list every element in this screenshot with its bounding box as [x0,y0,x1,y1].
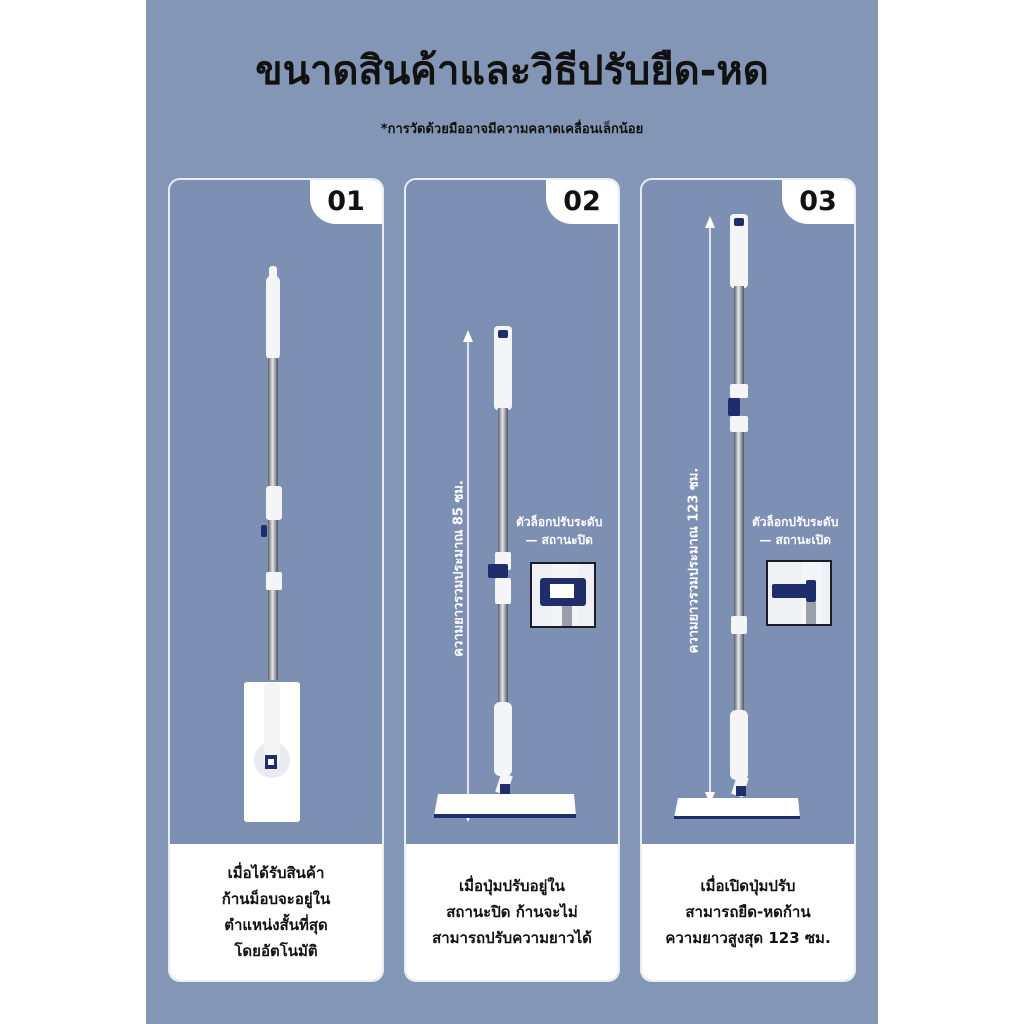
lock-label-line: ตัวล็อกปรับระดับ [516,515,603,529]
lock-open-icon [772,562,822,624]
step-number: 01 [310,180,382,224]
length-measure-label: ความยาวรวมประมาณ 85 ซม. [451,480,467,657]
step-number: 03 [782,180,854,224]
caption-line: ก้านม็อบจะอยู่ใน [221,890,331,908]
lock-label-line: ตัวล็อกปรับระดับ [752,515,839,529]
caption-line: สามารถปรับความยาวได้ [432,929,592,947]
page-subtitle: *การวัดด้วยมืออาจมีความคลาดเคลื่อนเล็กน้… [380,122,644,137]
caption-line: โดยอัตโนมัติ [234,942,318,960]
page-title: ขนาดสินค้าและวิธีปรับยืด-หด [255,48,769,94]
length-measure-label: ความยาวรวมประมาณ 123 ซม. [686,467,702,654]
caption-line: เมื่อเปิดปุ่มปรับ [700,877,796,895]
caption-line: เมื่อได้รับสินค้า [227,864,325,882]
poster: ขนาดสินค้าและวิธีปรับยืด-หด *การวัดด้วยม… [146,0,878,1024]
mop-collapsed-illustration [244,266,300,822]
lock-label-line: — สถานะปิด [525,533,593,547]
step-card-1: 01 เมื่อได้รับสินค้า ก้านม็อบจะอยู่ใน ตำ… [168,178,384,982]
step-number: 02 [546,180,618,224]
step-card-2: ความยาวรวมประมาณ 85 ซม. ตัวล็อกปรับระดับ… [404,178,620,982]
step-card-3: ความยาวรวมประมาณ 123 ซม. ตัวล็อกปรับระดั… [640,178,856,982]
step-caption: เมื่อได้รับสินค้า ก้านม็อบจะอยู่ใน ตำแหน… [170,844,382,980]
lock-label: ตัวล็อกปรับระดับ — สถานะเปิด [752,513,838,549]
lock-closed-detail-inset [530,562,596,628]
lock-open-detail-inset [766,560,832,626]
step-caption: เมื่อเปิดปุ่มปรับ สามารถยืด-หดก้าน ความย… [642,844,854,980]
caption-line: สามารถยืด-หดก้าน [685,903,811,921]
caption-line: ความยาวสูงสุด 123 ซม. [665,929,831,947]
lock-label: ตัวล็อกปรับระดับ — สถานะปิด [516,513,602,549]
caption-line: ตำแหน่งสั้นที่สุด [224,916,328,934]
mop-open-lock-illustration [674,214,800,819]
step-caption: เมื่อปุ่มปรับอยู่ใน สถานะปิด ก้านจะไม่ ส… [406,844,618,980]
lock-closed-icon [540,564,586,626]
caption-line: เมื่อปุ่มปรับอยู่ใน [459,877,565,895]
lock-label-line: — สถานะเปิด [759,533,831,547]
mop-closed-lock-illustration [434,326,576,822]
caption-line: สถานะปิด ก้านจะไม่ [446,903,578,921]
